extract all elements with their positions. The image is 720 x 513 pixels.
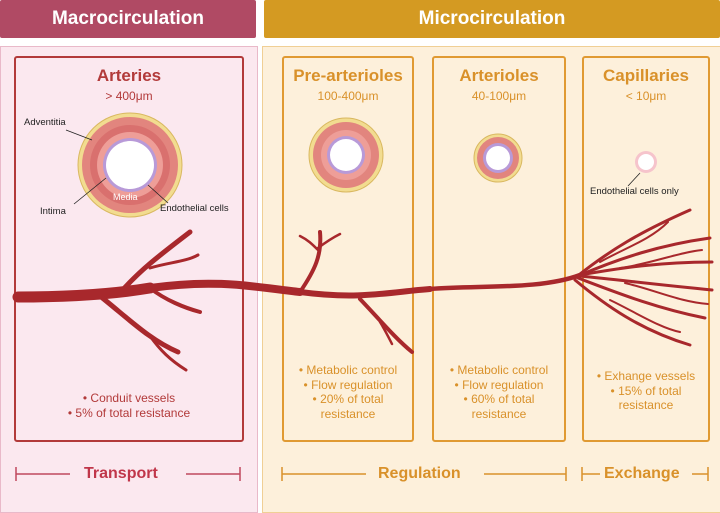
media-label: Media [113,192,138,202]
pre-arteriole-cross-section-icon [308,117,384,193]
arteries-title: Arteries [96,66,162,85]
capillaries-box: Capillaries < 10μm • Exhange vessels • 1… [582,56,710,442]
macrocirculation-panel [0,46,258,513]
capillaries-bullet: • 15% of total [610,383,682,398]
arteries-bullet: • Conduit vessels [82,391,176,405]
pre-arterioles-title: Pre-arterioles [293,66,403,85]
arteries-bullets: • Conduit vessels • 5% of total resistan… [16,391,242,420]
pre-arterioles-bullet: • 20% of total [312,392,384,406]
pre-arterioles-bullet: • Flow regulation [303,377,393,392]
pre-arterioles-bullets: • Metabolic control • Flow regulation • … [284,363,412,421]
intima-label: Intima [40,206,66,217]
arterioles-bullet: • Metabolic control [449,363,549,377]
vessel-tree [12,208,714,372]
capillaries-bullets: • Exhange vessels • 15% of total resista… [584,369,708,413]
arterioles-size: 40-100μm [471,89,527,103]
exchange-label: Exchange [604,465,680,482]
capillaries-size: < 10μm [625,89,667,103]
capillaries-bullet: resistance [618,398,674,412]
capillaries-bullet: • Exhange vessels [596,369,696,383]
pre-arterioles-size: 100-400μm [317,89,379,103]
adventitia-label: Adventitia [24,117,66,128]
microcirculation-header: Microcirculation [264,0,720,38]
pre-arterioles-bullet: • Metabolic control [298,363,398,377]
arteries-bullet: • 5% of total resistance [67,405,191,420]
arterioles-bullet: • Flow regulation [454,377,544,392]
endothelial-cells-label: Endothelial cells [160,203,229,214]
pre-arterioles-bullet: resistance [320,406,376,421]
arteries-size: > 400μm [105,89,153,103]
transport-label: Transport [84,465,158,482]
endothelial-cells-only-label: Endothelial cells only [590,186,679,197]
arteries-box: Arteries > 400μm • Conduit vessels • 5% … [14,56,244,442]
artery-cross-section-icon [77,112,183,218]
arterioles-title: Arterioles [459,66,539,85]
regulation-label: Regulation [378,465,461,482]
macrocirculation-header: Macrocirculation [0,0,256,38]
arterioles-box: Arterioles 40-100μm • Metabolic control … [432,56,566,442]
capillary-cross-section-icon [635,151,657,173]
pre-arterioles-box: Pre-arterioles 100-400μm • Metabolic con… [282,56,414,442]
regulation-bracket [281,467,567,481]
arterioles-bullet: • 60% of total [463,392,535,406]
arterioles-bullets: • Metabolic control • Flow regulation • … [434,363,564,421]
capillaries-title: Capillaries [603,66,689,85]
arteriole-cross-section-icon [473,133,523,183]
transport-bracket [15,467,241,481]
arterioles-bullet: resistance [471,406,527,421]
exchange-bracket [581,467,709,481]
